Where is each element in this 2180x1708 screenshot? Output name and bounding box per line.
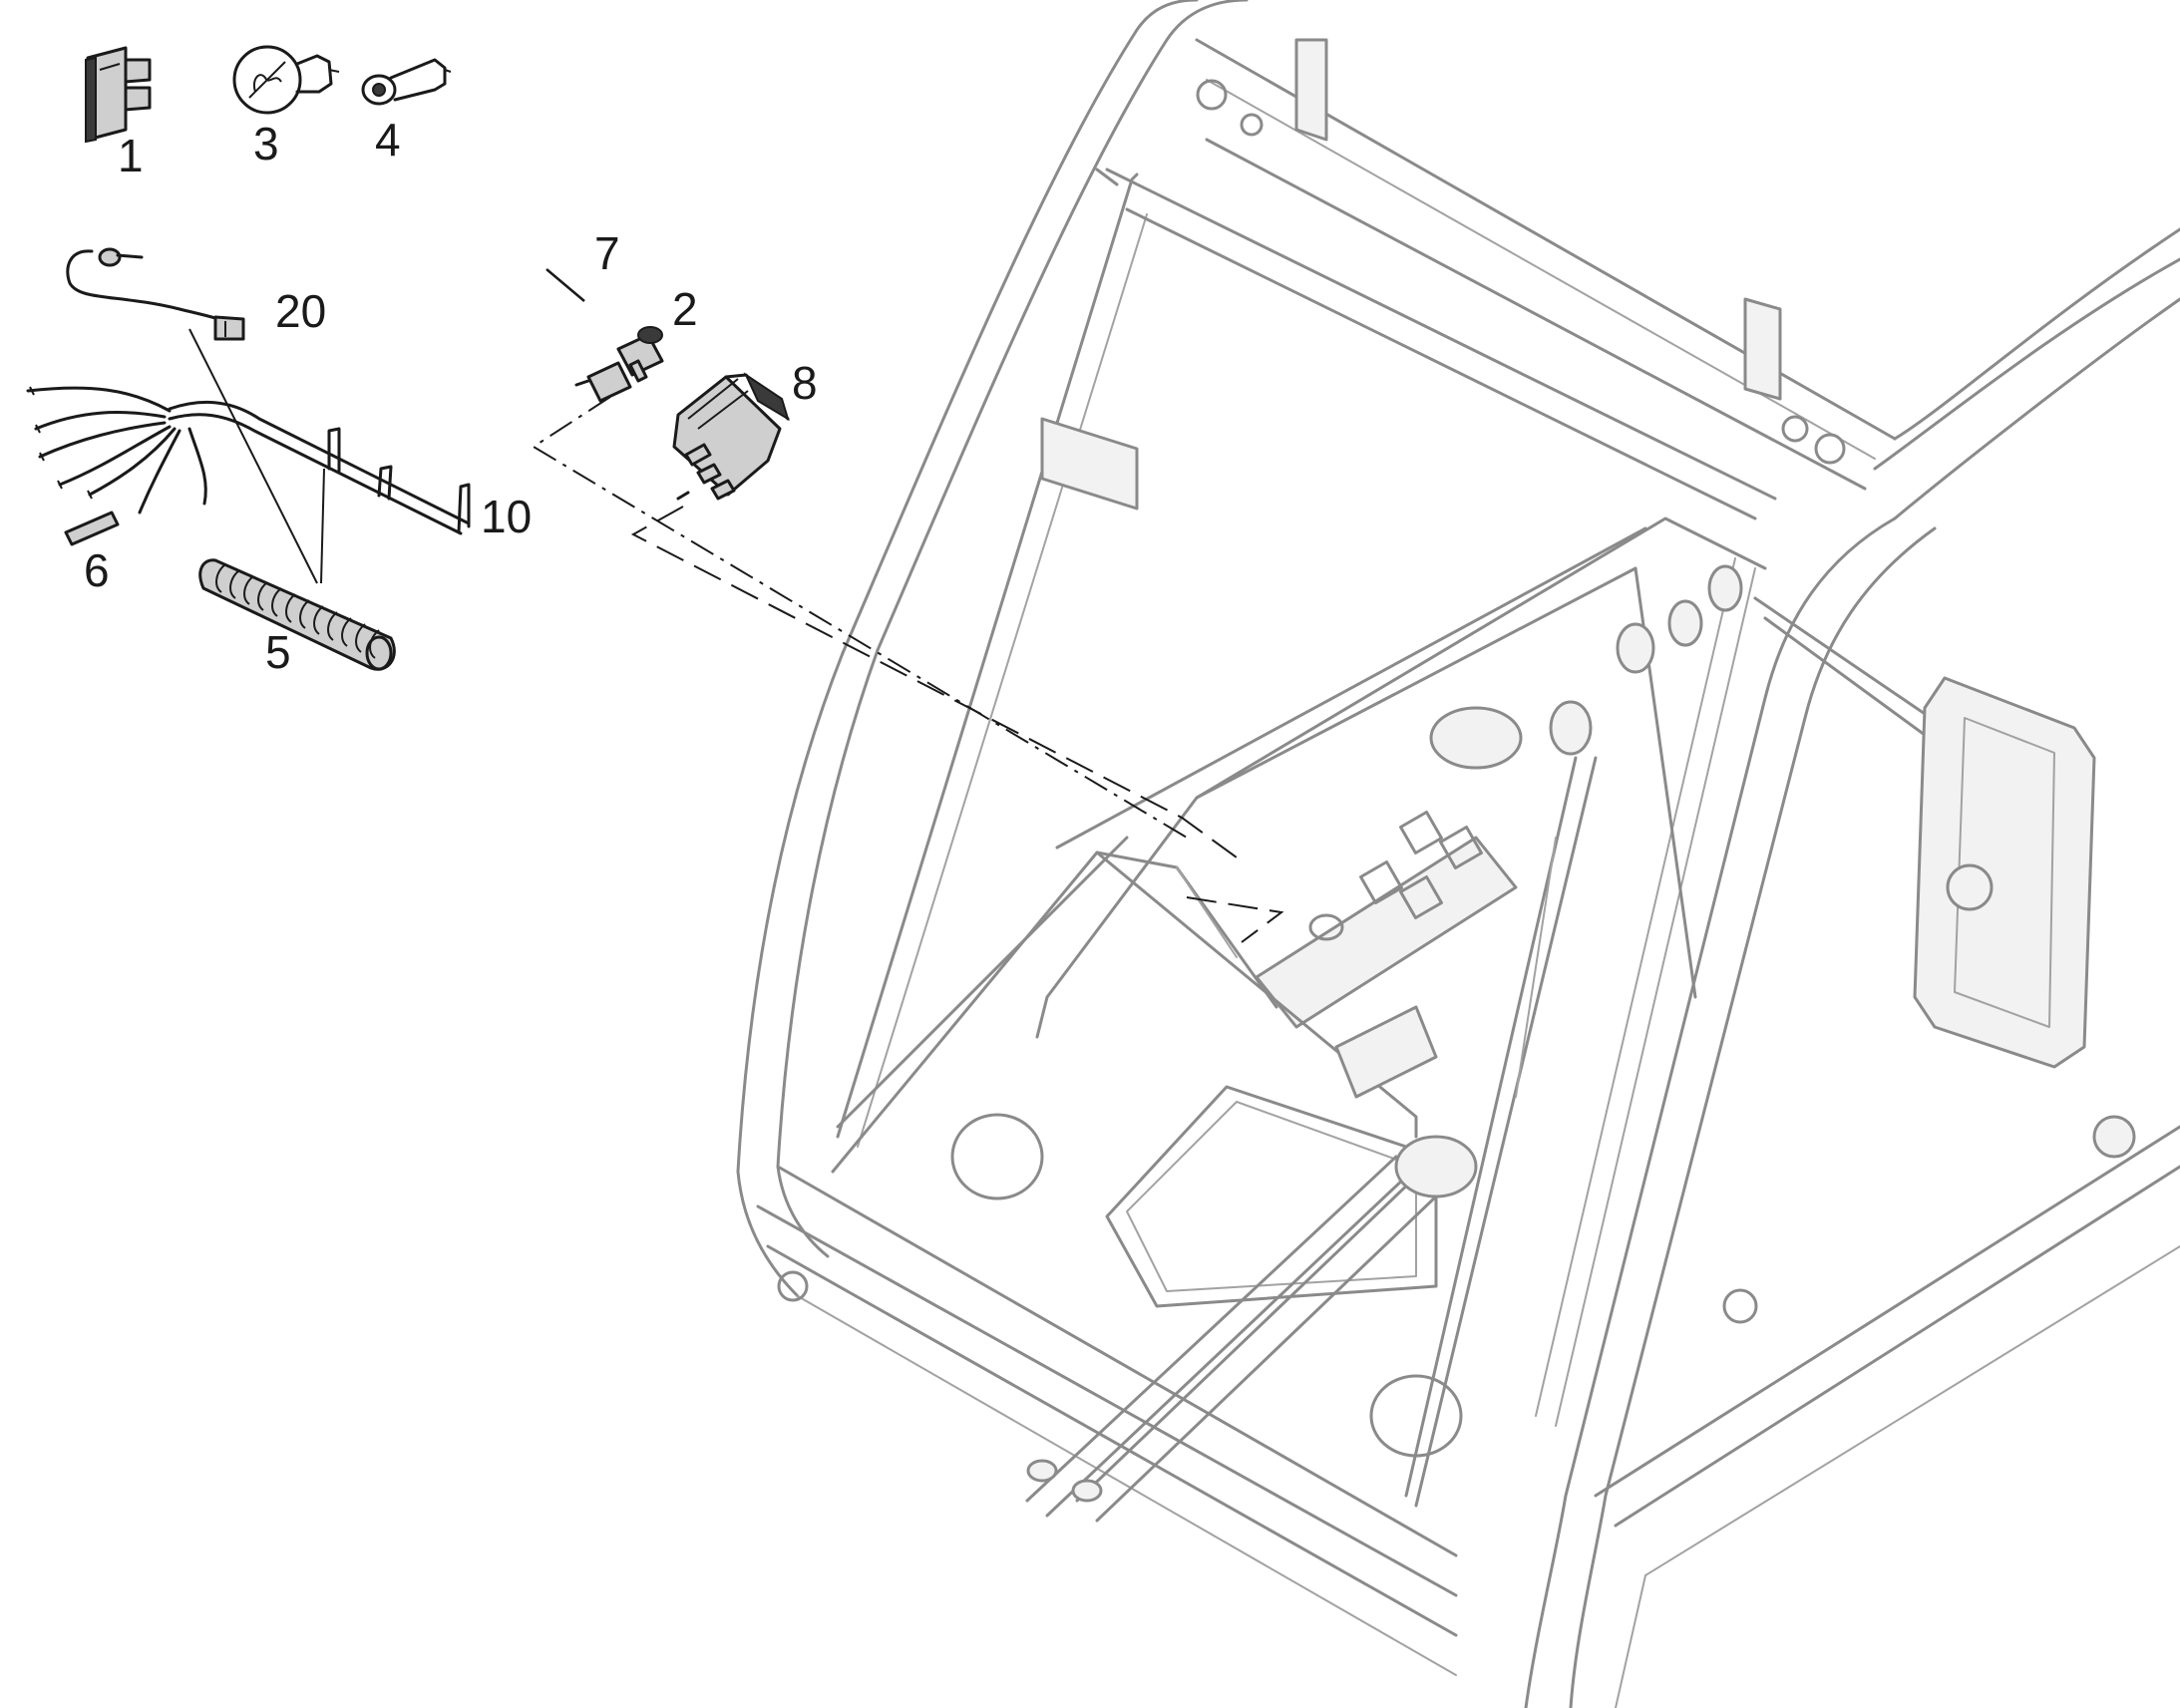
- part-8-rocker-switch: [672, 372, 790, 501]
- callout-20: 20: [275, 285, 326, 337]
- callout-4: 4: [375, 114, 401, 166]
- leader-lines: [532, 268, 1284, 943]
- leader-8-end: [1186, 896, 1284, 943]
- part-2-lamp-holder: [574, 326, 664, 403]
- callout-10: 10: [481, 491, 532, 542]
- part-4-bulb-small: [361, 58, 452, 106]
- callout-8: 8: [792, 357, 818, 409]
- callout-7: 7: [594, 227, 620, 279]
- callout-1: 1: [118, 130, 144, 181]
- callout-6: 6: [84, 544, 110, 596]
- part-10-wiring-harness: [26, 328, 471, 584]
- leader-7: [545, 268, 585, 302]
- callout-5: 5: [265, 626, 291, 678]
- callout-labels: 1 3 4 7 2 20 8 10 6 5: [84, 114, 818, 678]
- callout-3: 3: [253, 118, 279, 170]
- part-3-bulb: [232, 45, 340, 115]
- callout-2: 2: [672, 283, 698, 335]
- part-1-fuse: [85, 46, 152, 144]
- cab-assembly: [736, 0, 2180, 1708]
- part-5-corrugated-conduit: [198, 468, 396, 671]
- leader-8-dashed: [630, 506, 1238, 858]
- part-20-connector-pigtail: [66, 247, 245, 341]
- part-6-terminal-sleeve: [64, 511, 120, 546]
